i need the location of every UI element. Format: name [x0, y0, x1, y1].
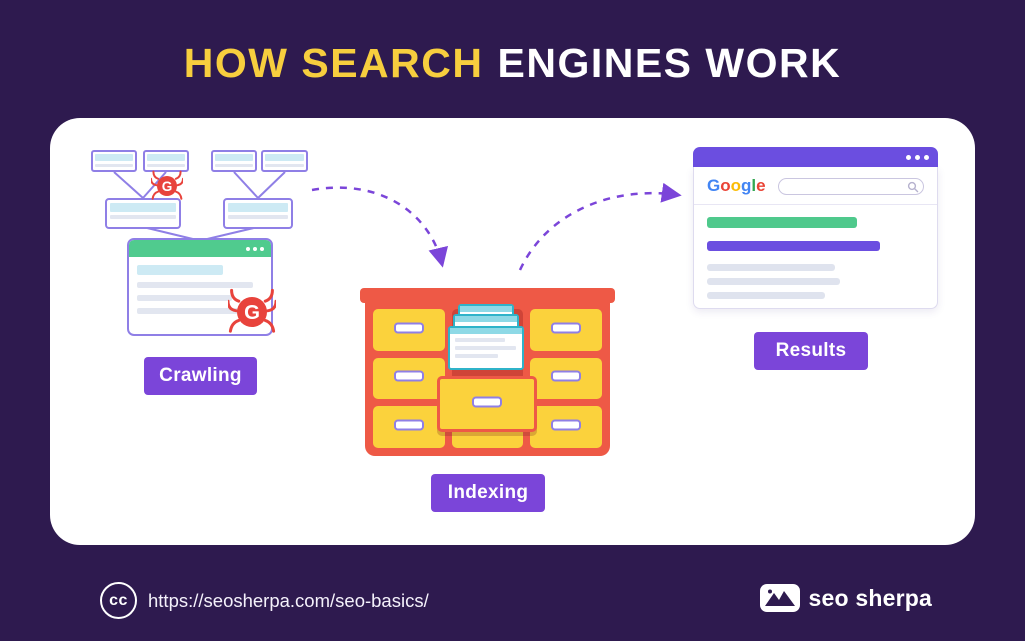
indexing-label: Indexing	[431, 474, 545, 512]
logo-letter: o	[730, 176, 742, 195]
placeholder-line	[137, 308, 245, 314]
content-card: G G	[50, 118, 975, 545]
crawler-bot-icon: G	[151, 170, 183, 200]
title-highlight: HOW SEARCH	[183, 40, 484, 86]
svg-text:G: G	[244, 302, 260, 324]
logo-letter: l	[751, 176, 757, 195]
drawer-handle	[393, 370, 424, 382]
placeholder-line	[707, 278, 840, 285]
drawer-handle	[551, 419, 582, 431]
window-control-dot	[924, 154, 929, 160]
window-header-bar	[265, 154, 304, 161]
window-header-bar	[215, 154, 253, 161]
source-url: https://seosherpa.com/seo-basics/	[148, 590, 429, 611]
placeholder-line	[265, 164, 304, 167]
divider	[694, 204, 937, 205]
file-card	[448, 326, 524, 370]
cc-license-icon: cc	[100, 582, 137, 619]
search-bar	[777, 177, 924, 195]
search-icon	[907, 181, 919, 192]
placeholder-line	[707, 264, 835, 271]
page-title: HOW SEARCH ENGINES WORK	[0, 40, 1025, 87]
mini-browser-window	[261, 150, 308, 172]
placeholder-line	[147, 164, 185, 167]
indexing-cabinet	[360, 288, 615, 456]
result-highlight-bar	[707, 217, 857, 228]
browser-titlebar	[129, 240, 271, 257]
browser-titlebar	[693, 147, 938, 167]
window-control-dot	[906, 154, 911, 160]
results-browser-window: Google	[693, 147, 938, 309]
placeholder-line	[215, 164, 253, 167]
logo-letter: g	[741, 176, 752, 195]
google-logo: Google	[707, 176, 766, 196]
window-control-dot	[253, 246, 257, 251]
logo-letter: G	[707, 176, 721, 195]
svg-text:G: G	[162, 179, 173, 194]
crawl-tree-connectors	[113, 171, 286, 241]
window-header-bar	[228, 203, 288, 212]
placeholder-line	[455, 354, 499, 358]
mini-browser-window	[211, 150, 257, 172]
drawer-handle	[393, 419, 424, 431]
placeholder-line	[228, 215, 288, 219]
open-drawer-front	[437, 376, 537, 432]
cabinet-drawer	[373, 309, 445, 351]
indexed-files	[447, 304, 527, 382]
file-header-bar	[460, 306, 512, 312]
cabinet-drawer	[373, 357, 445, 400]
results-label: Results	[754, 332, 868, 370]
window-control-dot	[246, 246, 250, 251]
brand-name: seo sherpa	[808, 584, 932, 611]
window-control-dot	[260, 246, 264, 251]
result-link-bar	[707, 241, 880, 251]
placeholder-line	[137, 282, 253, 288]
placeholder-line	[95, 164, 133, 167]
file-header-bar	[450, 328, 522, 334]
window-header-bar	[95, 154, 133, 161]
window-header-bar	[147, 154, 185, 161]
search-header-row: Google	[707, 176, 924, 196]
placeholder-line	[110, 215, 176, 219]
arrow-crawling-to-indexing	[311, 186, 448, 268]
placeholder-line	[137, 295, 232, 301]
drawer-handle	[551, 370, 582, 382]
cabinet-drawer	[373, 406, 445, 448]
brand-logo: seo sherpa	[759, 584, 932, 612]
cabinet-drawer	[530, 357, 602, 400]
arrow-indexing-to-results	[518, 182, 682, 271]
placeholder-line	[707, 292, 825, 299]
crawling-illustration: G G	[85, 145, 325, 360]
title-rest: ENGINES WORK	[497, 40, 842, 86]
placeholder-line	[455, 346, 517, 350]
drawer-handle	[551, 322, 582, 334]
logo-letter: o	[720, 176, 731, 195]
crawler-bot-icon: G	[228, 288, 276, 333]
drawer-handle	[472, 396, 502, 407]
brand-logo-icon	[759, 584, 800, 612]
medium-browser-window	[223, 198, 293, 229]
window-header-bar	[110, 203, 176, 212]
mini-browser-window	[143, 150, 189, 172]
file-header-bar	[455, 316, 517, 322]
mini-browser-window	[91, 150, 137, 172]
window-control-dot	[915, 154, 920, 160]
logo-letter: e	[756, 176, 766, 195]
browser-body: Google	[693, 167, 938, 309]
medium-browser-window	[105, 198, 181, 229]
placeholder-line	[455, 338, 506, 342]
cabinet-lid	[360, 288, 615, 303]
cabinet-drawer	[530, 309, 602, 351]
crawling-label: Crawling	[144, 357, 257, 395]
browser-body	[129, 257, 271, 322]
cc-license-text: cc	[109, 591, 128, 609]
drawer-handle	[393, 322, 424, 334]
cabinet-drawer	[530, 406, 602, 448]
placeholder-block	[137, 265, 223, 275]
